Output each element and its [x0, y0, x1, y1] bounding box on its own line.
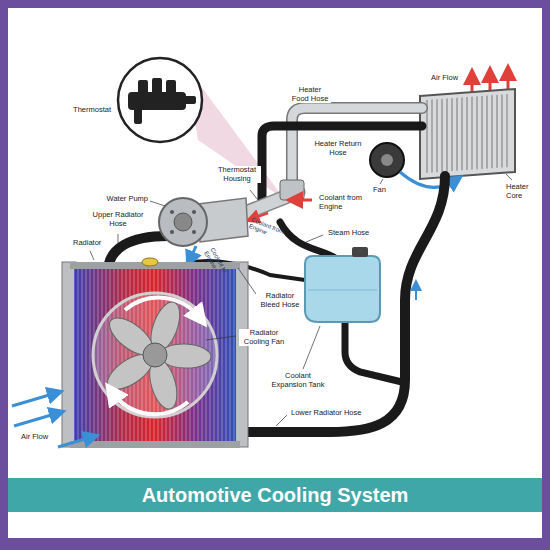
airflow-label: Air Flow	[430, 74, 464, 83]
part-label: Fan	[372, 186, 392, 195]
part-label: Water Pump	[95, 195, 149, 204]
hose-label: Steam Hose	[327, 229, 371, 238]
part-label: Heater Core	[505, 183, 537, 200]
hose-label: Upper Radiator Hose	[89, 211, 147, 228]
part-label: Radiator	[72, 239, 112, 248]
flow-label: Coolant from Engine	[318, 194, 370, 211]
part-label: Thermostat	[72, 106, 112, 115]
hose-label: Radiator Bleed Hose	[256, 292, 304, 309]
title-text: Automotive Cooling System	[8, 481, 542, 509]
airflow-label: Air Flow	[20, 433, 54, 442]
hose-label: Lower Radiator Hose	[290, 409, 370, 418]
part-label: Radiator Cooling Fan	[239, 329, 289, 346]
part-label: Thermostat Housing	[213, 166, 261, 183]
hose-label: Heater Return Hose	[313, 140, 363, 157]
hose-label: Heater Food Hose	[289, 86, 331, 103]
part-label: Coolant Expansion Tank	[269, 372, 327, 389]
